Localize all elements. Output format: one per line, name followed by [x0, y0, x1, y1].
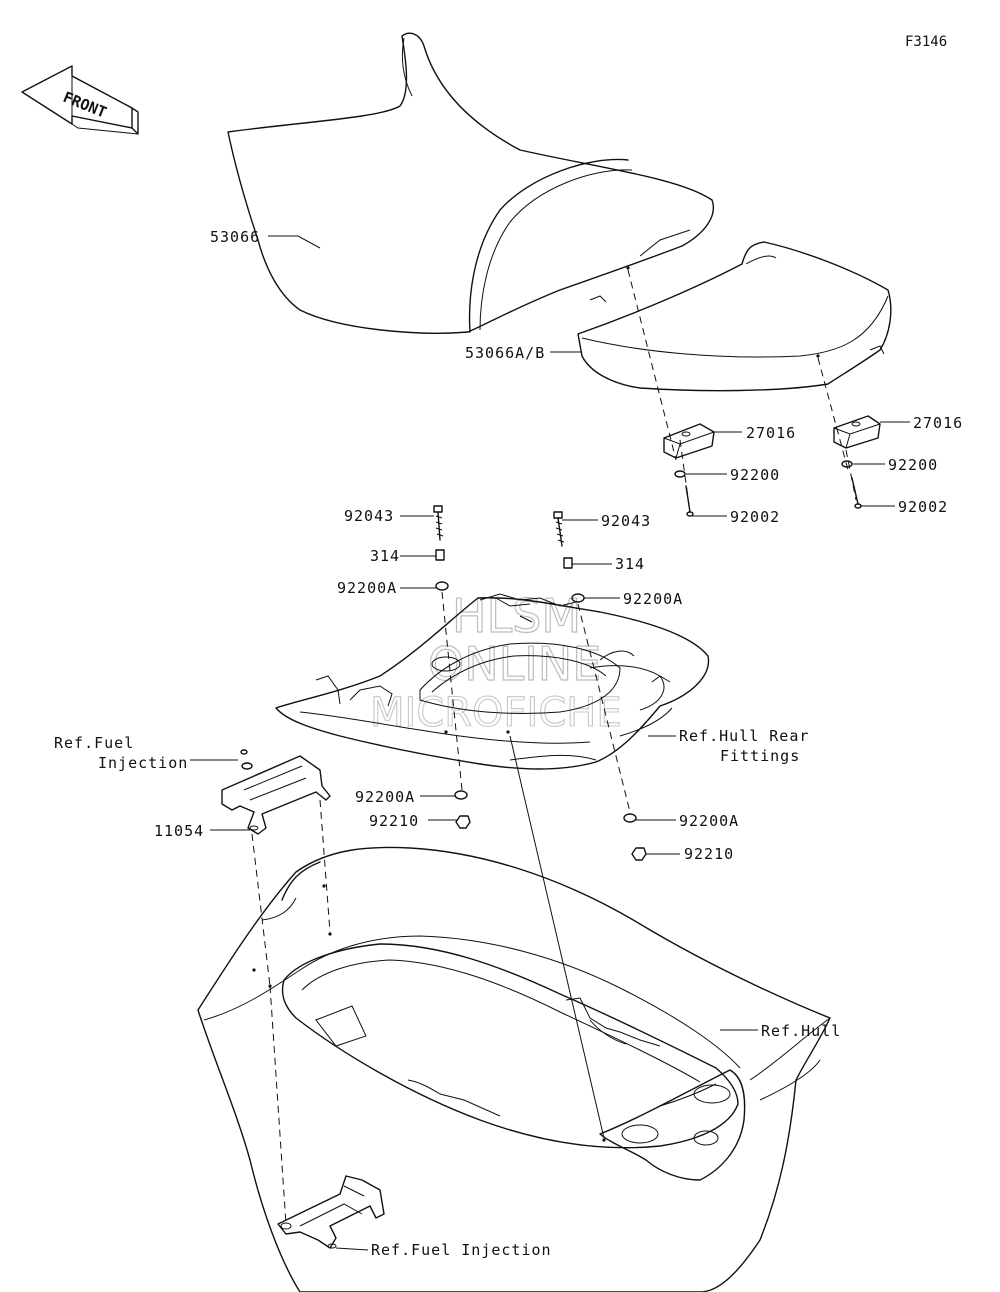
- bolt-92002-left-icon: [685, 485, 694, 517]
- label-92200a-top-left: 92200A: [337, 579, 397, 597]
- bracket-27016-left-drawing: [663, 423, 715, 459]
- label-53066: 53066: [210, 228, 260, 246]
- label-27016-right: 27016: [913, 414, 963, 432]
- callout-labels: 53066 53066A/B 27016 27016 92200 92200 9…: [54, 228, 963, 1259]
- washer-fuel-injection-icon: [241, 762, 253, 770]
- label-92043-right: 92043: [601, 512, 651, 530]
- washer-92200a-bottom-left-icon: [454, 790, 468, 800]
- label-ref-hull: Ref.Hull: [761, 1022, 841, 1040]
- washer-92200a-bottom-right-icon: [623, 813, 637, 823]
- label-ref-hull-rear-1: Ref.Hull Rear: [679, 727, 809, 745]
- label-53066ab: 53066A/B: [465, 344, 545, 362]
- bracket-11054-drawing: [221, 755, 331, 835]
- seat-carrier-drawing: [275, 593, 710, 770]
- front-seat-drawing: [227, 32, 714, 334]
- front-arrow-icon: FRONT: [21, 65, 139, 135]
- bolt-fuel-injection-icon: [240, 749, 248, 755]
- hull-drawing: [197, 846, 831, 1292]
- label-27016-left: 27016: [746, 424, 796, 442]
- bolt-92043-right-icon: [553, 511, 565, 547]
- label-92200-right: 92200: [888, 456, 938, 474]
- collar-314-left-icon: [435, 549, 445, 561]
- label-ref-hull-rear-2: Fittings: [720, 747, 800, 765]
- watermark-line2: ONLINE: [428, 637, 601, 691]
- label-92002-right: 92002: [898, 498, 948, 516]
- label-92200a-bottom-right: 92200A: [679, 812, 739, 830]
- label-92002-left: 92002: [730, 508, 780, 526]
- label-314-right: 314: [615, 555, 645, 573]
- fuel-injection-bracket-bottom-drawing: [277, 1175, 385, 1249]
- label-ref-fuel-injection-top-1: Ref.Fuel: [54, 734, 134, 752]
- watermark: HLSM ONLINE MICROFICHE: [369, 588, 622, 736]
- front-arrow-label: FRONT: [61, 88, 110, 122]
- rear-seat-drawing: [577, 241, 892, 392]
- nut-92210-right-icon: [631, 847, 647, 861]
- label-92200-left: 92200: [730, 466, 780, 484]
- washer-92200a-top-left-icon: [435, 581, 449, 591]
- label-314-left: 314: [370, 547, 400, 565]
- figure-code: F3146: [905, 34, 947, 50]
- bracket-27016-right-drawing: [833, 415, 881, 449]
- bolt-92043-left-icon: [433, 505, 444, 541]
- bolt-92002-right-icon: [851, 477, 862, 509]
- leader-lines: [190, 235, 910, 1251]
- nut-92210-left-icon: [455, 815, 471, 829]
- watermark-line1: HLSM: [452, 589, 581, 643]
- label-11054: 11054: [154, 822, 204, 840]
- label-92200a-top-right: 92200A: [623, 590, 683, 608]
- label-92210-left: 92210: [369, 812, 419, 830]
- label-92210-right: 92210: [684, 845, 734, 863]
- collar-314-right-icon: [563, 557, 573, 569]
- label-ref-fuel-injection-top-2: Injection: [98, 754, 188, 772]
- label-ref-fuel-injection-bottom: Ref.Fuel Injection: [371, 1241, 552, 1259]
- label-92200a-bottom-left: 92200A: [355, 788, 415, 806]
- washer-92200-left-icon: [674, 470, 686, 478]
- washer-92200-right-icon: [841, 460, 853, 468]
- label-92043-left: 92043: [344, 507, 394, 525]
